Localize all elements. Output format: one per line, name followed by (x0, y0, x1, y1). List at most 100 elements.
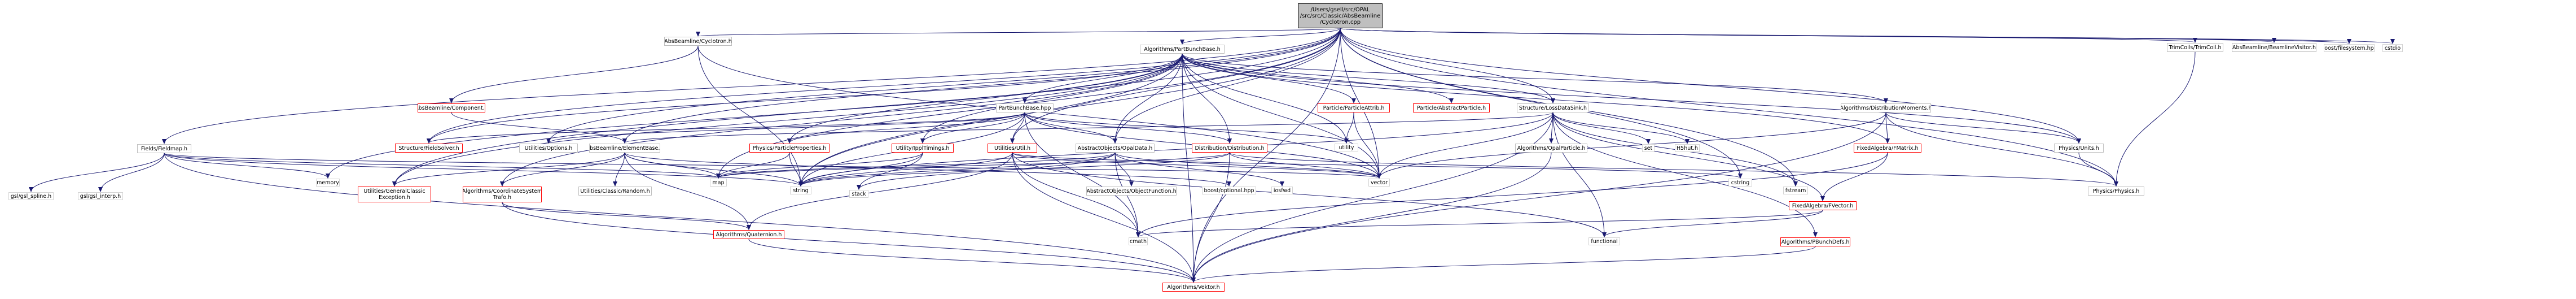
edge-partbunchbase-hpp-to-opaldata-h (1024, 112, 1117, 144)
node-cyclotron-h[interactable]: AbsBeamline/Cyclotron.h (664, 37, 732, 46)
edge-units-h-to-physics-h (2078, 152, 2118, 187)
edge-root-to-util-h (1010, 28, 1341, 144)
edge-fieldmap-h-to-gsl-spline (29, 153, 165, 192)
node-quaternion-h[interactable]: Algorithms/Quaternion.h (713, 230, 784, 239)
node-map: map (710, 179, 727, 187)
edge-elementbase-h-to-string (624, 152, 803, 187)
node-distribution-h[interactable]: Distribution/Distribution.h (1192, 144, 1267, 153)
edge-partbunchbase-h-to-memory (326, 53, 1183, 179)
node-lossdatasink-h[interactable]: Structure/LossDataSink.h (1517, 103, 1589, 112)
node-particleattrib-h[interactable]: Particle/ParticleAttrib.h (1318, 103, 1390, 112)
edge-partbunchbase-hpp-to-particleprops-h (787, 112, 1025, 144)
edge-elementbase-h-to-random-h (613, 152, 625, 187)
node-distmoments-h[interactable]: Algorithms/DistributionMoments.h (1841, 103, 1931, 112)
edge-lossdatasink-h-to-ffvector-h (1552, 112, 1825, 201)
edges (29, 28, 2394, 283)
edge-root-to-opaldata-h (1113, 28, 1341, 144)
node-util-h[interactable]: Utilities/Util.h (988, 144, 1037, 153)
node-abstractparticle-h[interactable]: Particle/AbstractParticle.h (1413, 103, 1490, 112)
edge-fmatrix-h-to-cmath (1136, 152, 1888, 237)
edge-elementbase-h-to-coordsystrafo-h (500, 152, 625, 187)
edge-partbunchbase-h-to-fieldsolver-h (427, 53, 1183, 144)
node-root: /Users/gsell/src/OPAL /src/src/Classic/A… (1298, 3, 1383, 28)
edge-fieldmap-h-to-memory (164, 153, 330, 179)
node-cstring: cstring (1728, 179, 1752, 187)
edge-partbunchbase-hpp-to-ippltimings-h (920, 112, 1025, 144)
edge-partbunchbase-h-to-partbunchbase-hpp (1022, 53, 1183, 103)
node-partbunchbase-h[interactable]: Algorithms/PartBunchBase.h (1140, 45, 1225, 54)
edge-lossdatasink-h-to-pbunchdefs-h (1552, 112, 1818, 237)
edge-trimcoil-h-to-physics-h (2114, 51, 2196, 187)
node-elementbase-h[interactable]: AbsBeamline/ElementBase.h (589, 144, 660, 153)
edge-partbunchbase-hpp-to-distribution-h (1024, 112, 1232, 144)
node-objectfunction-h[interactable]: AbstractObjects/ObjectFunction.h (1086, 187, 1177, 196)
edge-partbunchbase-h-to-particleprops-h (787, 53, 1183, 144)
edge-root-to-partbunchbase-h (1180, 28, 1341, 45)
edge-distribution-h-to-physics-h (1229, 152, 2118, 187)
node-opaldata-h[interactable]: AbstractObjects/OpalData.h (1076, 144, 1155, 153)
node-particleprops-h[interactable]: Physics/ParticleProperties.h (749, 144, 830, 153)
node-ippltimings-h[interactable]: Utility/IpplTimings.h (892, 144, 954, 153)
node-boost-optional: boost/optional.hpp (1202, 187, 1256, 194)
edge-partbunchbase-h-to-ippltimings-h (920, 53, 1183, 144)
edge-partbunchbase-h-to-distmoments-h (1182, 53, 1888, 103)
node-pbunchdefs-h[interactable]: Algorithms/PBunchDefs.h (1780, 237, 1850, 246)
edge-lossdatasink-h-to-vector (1377, 112, 1554, 179)
edge-util-h-to-vector (1012, 152, 1381, 179)
edge-partbunchbase-hpp-to-utility (1024, 112, 1349, 144)
node-h5hut-h: H5hut.h (1675, 144, 1700, 152)
node-random-h[interactable]: Utilities/Classic/Random.h (578, 187, 652, 196)
node-coordsystrafo-h[interactable]: Algorithms/CoordinateSystem Trafo.h (463, 187, 542, 202)
node-fieldsolver-h[interactable]: Structure/FieldSolver.h (395, 144, 463, 153)
edge-opaldata-h-to-objectfunction-h (1114, 152, 1134, 187)
edge-fieldmap-h-to-vector (164, 153, 1381, 179)
edge-partbunchbase-h-to-coordsystrafo-h (500, 53, 1183, 187)
edge-lossdatasink-h-to-elementbase-h (622, 112, 1554, 144)
edge-root-to-fieldmap-h (162, 28, 1341, 144)
edge-quaternion-h-to-vektor-h (748, 239, 1196, 283)
edge-root-to-physics-h (1340, 28, 2118, 187)
edge-distmoments-h-to-units-h (1885, 112, 2081, 144)
edge-coordsystrafo-h-to-vektor-h (502, 202, 1196, 283)
node-fmatrix-h[interactable]: FixedAlgebra/FMatrix.h (1854, 144, 1921, 153)
edge-distmoments-h-to-vector (1377, 112, 1886, 179)
edge-lossdatasink-h-to-h5hut-h (1552, 112, 1689, 144)
edge-partbunchbase-h-to-units-h (1182, 53, 2081, 144)
edge-fieldmap-h-to-string (164, 153, 803, 187)
node-partbunchbase-hpp[interactable]: PartBunchBase.hpp (996, 103, 1054, 112)
edge-util-h-to-cstring (1012, 152, 1743, 179)
edge-root-to-genclassicexc-h (392, 28, 1341, 187)
node-options-h[interactable]: Utilities/Options.h (519, 144, 578, 153)
edge-root-to-fieldsolver-h (427, 28, 1341, 144)
edge-partbunchbase-h-to-genclassicexc-h (392, 53, 1183, 187)
node-trimcoil-h[interactable]: TrimCoils/TrimCoil.h (2167, 43, 2223, 52)
edge-util-h-to-cmath (1012, 152, 1140, 237)
edge-fieldmap-h-to-gsl-interp (98, 153, 165, 192)
node-ffvector-h[interactable]: FixedAlgebra/FVector.h (1789, 201, 1857, 210)
edge-util-h-to-vektor-h (1012, 152, 1196, 283)
edge-pbunchdefs-h-to-vektor-h (1191, 246, 1816, 283)
edge-ffvector-h-to-cmath (1136, 210, 1823, 237)
node-genclassicexc-h[interactable]: Utilities/GeneralClassic Exception.h (358, 187, 431, 202)
node-component-h[interactable]: AbsBeamline/Component.h (418, 103, 485, 112)
edge-distmoments-h-to-vektor-h (1191, 112, 1886, 283)
node-beamlinevisitor-h[interactable]: AbsBeamline/BeamlineVisitor.h (2232, 43, 2316, 52)
node-fieldmap-h[interactable]: Fields/Fieldmap.h (137, 144, 191, 153)
node-gsl-interp: gsl/gsl_interp.h (78, 192, 123, 200)
node-gsl-spline: gsl/gsl_spline.h (8, 192, 54, 200)
node-vektor-h[interactable]: Algorithms/Vektor.h (1162, 283, 1225, 292)
node-utility: utility (1335, 144, 1358, 151)
node-boost-filesystem: boost/filesystem.hpp (2324, 44, 2375, 52)
edge-opaldata-h-to-iosfwd (1114, 152, 1284, 187)
edge-partbunchbase-hpp-to-util-h (1010, 112, 1025, 144)
node-opalparticle-h[interactable]: Algorithms/OpalParticle.h (1515, 144, 1587, 153)
edge-root-to-vector (1340, 28, 1381, 179)
edge-lossdatasink-h-to-set (1552, 112, 1651, 144)
node-physics-h[interactable]: Physics/Physics.h (2088, 187, 2144, 196)
node-units-h[interactable]: Physics/Units.h (2054, 144, 2104, 153)
edge-distribution-h-to-vektor-h (1191, 152, 1230, 283)
node-set: set (1642, 144, 1655, 152)
edge-root-to-cyclotron-h (696, 28, 1341, 37)
edge-distribution-h-to-vector (1229, 152, 1381, 179)
